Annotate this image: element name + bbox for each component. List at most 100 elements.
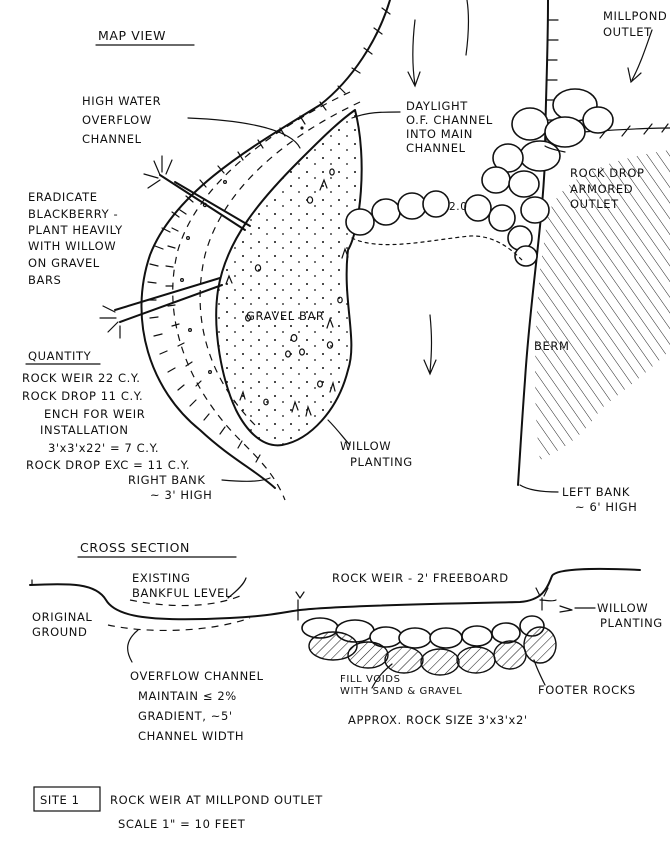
label-footer-rocks: FOOTER ROCKS xyxy=(538,683,636,697)
label-millpond-outlet: MILLPOND OUTLET xyxy=(603,9,667,39)
svg-text:WITH WILLOW: WITH WILLOW xyxy=(28,239,116,253)
svg-text:OUTLET: OUTLET xyxy=(603,25,652,39)
label-high-water: HIGH WATER OVERFLOW CHANNEL xyxy=(82,94,161,146)
outlet-arrow xyxy=(627,29,653,84)
svg-text:MILLPOND: MILLPOND xyxy=(603,9,667,23)
leader-high-water xyxy=(187,117,301,149)
bankful-leader xyxy=(227,577,247,599)
ground-profile xyxy=(29,567,641,621)
blackberry-arrow-upper xyxy=(143,155,251,231)
svg-text:GRADIENT, ~5': GRADIENT, ~5' xyxy=(138,709,233,723)
berm-hatch xyxy=(535,150,670,460)
site-box xyxy=(33,786,101,812)
svg-text:DAYLIGHT: DAYLIGHT xyxy=(406,99,468,113)
svg-text:OVERFLOW CHANNEL: OVERFLOW CHANNEL xyxy=(130,669,264,683)
right-bank-line xyxy=(140,0,391,489)
svg-text:HIGH WATER: HIGH WATER xyxy=(82,94,161,108)
flow-line-a xyxy=(465,0,470,56)
svg-text:CHANNEL WIDTH: CHANNEL WIDTH xyxy=(138,729,244,743)
gravel-bar-fill xyxy=(216,110,362,446)
svg-text:PLANTING: PLANTING xyxy=(350,455,413,469)
overflow-leader xyxy=(127,629,139,663)
label-overflow-channel: OVERFLOW CHANNEL MAINTAIN ≤ 2% GRADIENT,… xyxy=(130,669,264,743)
label-rock-weir-freeboard: ROCK WEIR - 2' FREEBOARD xyxy=(332,571,509,585)
svg-text:ON GRAVEL: ON GRAVEL xyxy=(28,256,100,270)
quantity-line: ROCK WEIR 22 C.Y. xyxy=(22,371,140,385)
overflow-dashed-inner xyxy=(199,101,361,426)
rock-drop-outlet xyxy=(481,88,614,224)
quantity-line: 3'x3'x22' = 7 C.Y. xyxy=(48,441,159,455)
flow-arrow-lower xyxy=(423,314,437,376)
quantity-heading: QUANTITY xyxy=(28,349,92,363)
label-rock-drop: ROCK DROP ARMORED OUTLET xyxy=(570,166,645,211)
leader-left-bank xyxy=(519,484,559,493)
title-block: SITE 1 ROCK WEIR AT MILLPOND OUTLET SCAL… xyxy=(33,786,323,831)
svg-text:EXISTING: EXISTING xyxy=(132,571,191,585)
svg-text:PLANTING: PLANTING xyxy=(600,616,663,630)
label-original-ground: ORIGINAL GROUND xyxy=(32,610,92,639)
quantity-line: INSTALLATION xyxy=(40,423,129,437)
svg-text:PLANT HEAVILY: PLANT HEAVILY xyxy=(28,223,123,237)
willow-section-leader xyxy=(559,605,596,613)
leader-daylight xyxy=(351,111,401,119)
label-gravel-bar: GRAVEL BAR xyxy=(246,309,325,323)
fill-voids-leader xyxy=(371,663,393,689)
map-view-heading: MAP VIEW xyxy=(98,28,166,43)
footer-leader xyxy=(533,659,546,686)
svg-text:LEFT BANK: LEFT BANK xyxy=(562,485,630,499)
svg-text:FILL VOIDS: FILL VOIDS xyxy=(340,674,401,685)
svg-text:~ 6' HIGH: ~ 6' HIGH xyxy=(575,500,637,514)
svg-text:WITH SAND & GRAVEL: WITH SAND & GRAVEL xyxy=(340,686,462,697)
svg-text:BLACKBERRY -: BLACKBERRY - xyxy=(28,207,118,221)
svg-text:OUTLET: OUTLET xyxy=(570,197,619,211)
quantity-line: ROCK DROP 11 C.Y. xyxy=(22,389,143,403)
flow-arrow-upper xyxy=(407,19,421,88)
outlet-shore-ticks xyxy=(599,123,669,139)
overflow-dashed-outer xyxy=(172,91,351,501)
left-bank-ticks xyxy=(544,19,559,141)
svg-text:GROUND: GROUND xyxy=(32,625,87,639)
svg-text:ROCK DROP: ROCK DROP xyxy=(570,166,645,180)
weir-footprint xyxy=(351,235,523,261)
label-existing-bankful: EXISTING BANKFUL LEVEL xyxy=(132,571,232,600)
overflow-channel-dashed xyxy=(107,617,251,632)
weir-grade-label: 2.0 xyxy=(449,201,468,213)
label-daylight: DAYLIGHT O.F. CHANNEL INTO MAIN CHANNEL xyxy=(406,99,492,155)
label-rock-size: APPROX. ROCK SIZE 3'x3'x2' xyxy=(348,713,528,727)
svg-text:INTO MAIN: INTO MAIN xyxy=(406,127,473,141)
svg-text:~ 3' HIGH: ~ 3' HIGH xyxy=(150,488,212,502)
map-view: MAP VIEW xyxy=(28,0,670,514)
footer-rocks xyxy=(308,626,557,676)
weir-rocks-top xyxy=(301,615,545,649)
left-bank-line xyxy=(517,0,549,486)
svg-text:WILLOW: WILLOW xyxy=(597,601,648,615)
rock-weir-plan xyxy=(345,190,538,267)
label-willow-section: WILLOW PLANTING xyxy=(597,601,663,630)
quantity-line: ROCK DROP EXC = 11 C.Y. xyxy=(26,458,190,472)
svg-text:BARS: BARS xyxy=(28,273,61,287)
leader-right-bank xyxy=(221,477,271,482)
label-willow-map: WILLOW PLANTING xyxy=(340,439,413,469)
svg-text:CHANNEL: CHANNEL xyxy=(82,132,142,146)
cross-section-heading: CROSS SECTION xyxy=(80,540,190,555)
label-fill-voids: FILL VOIDS WITH SAND & GRAVEL xyxy=(340,674,462,697)
leader-rock-drop xyxy=(544,145,566,153)
right-bank-ticks xyxy=(147,7,391,463)
leader-willow xyxy=(327,419,351,446)
svg-text:OVERFLOW: OVERFLOW xyxy=(82,113,152,127)
sketch-title: ROCK WEIR AT MILLPOND OUTLET xyxy=(110,793,323,807)
svg-text:WILLOW: WILLOW xyxy=(340,439,391,453)
svg-text:ERADICATE: ERADICATE xyxy=(28,190,98,204)
svg-text:ARMORED: ARMORED xyxy=(570,182,633,196)
cross-section: CROSS SECTION xyxy=(29,540,663,743)
svg-text:BANKFUL LEVEL: BANKFUL LEVEL xyxy=(132,586,232,600)
svg-text:ORIGINAL: ORIGINAL xyxy=(32,610,92,624)
willow-sprigs-section xyxy=(295,587,557,621)
overflow-ticks xyxy=(165,209,202,387)
svg-text:MAINTAIN ≤ 2%: MAINTAIN ≤ 2% xyxy=(138,689,237,703)
svg-text:RIGHT BANK: RIGHT BANK xyxy=(128,473,206,487)
sketch-scale: SCALE 1" = 10 FEET xyxy=(118,817,246,831)
svg-text:CHANNEL: CHANNEL xyxy=(406,141,466,155)
willow-sprigs xyxy=(225,178,349,417)
